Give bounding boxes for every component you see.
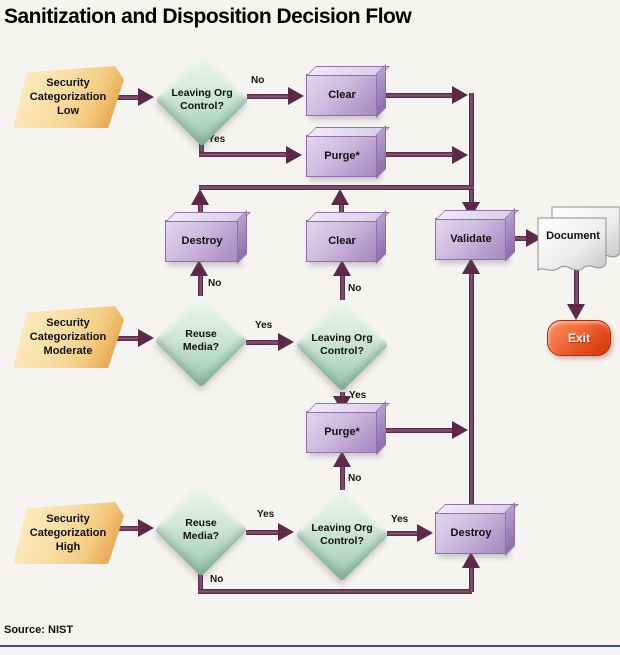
arrowhead — [567, 304, 585, 320]
arrowhead — [452, 86, 468, 104]
decision-reuse-media-high: Reuse Media? — [154, 483, 248, 577]
decision-reuse-media-moderate: Reuse Media? — [154, 294, 248, 388]
edge-label-no: No — [210, 574, 224, 585]
connector-line — [198, 589, 472, 594]
edge-label-yes: Yes — [257, 509, 275, 520]
decision-label-text: Leaving Org Control? — [311, 521, 373, 547]
decision-label: Reuse Media? — [154, 483, 248, 577]
arrowhead — [138, 329, 154, 347]
decision-label-text: Reuse Media? — [182, 327, 220, 353]
decision-label-text: Leaving Org Control? — [311, 331, 373, 357]
arrowhead — [417, 524, 433, 542]
arrowhead — [286, 146, 302, 164]
decision-leaving-org-low: Leaving Org Control? — [155, 53, 249, 147]
action-label: Clear — [328, 235, 356, 247]
input-security-moderate: Security Categorization Moderate — [13, 306, 124, 368]
arrowhead — [278, 523, 294, 541]
action-label: Purge* — [324, 426, 360, 438]
edge-label-yes: Yes — [255, 320, 273, 331]
input-moderate-label: Security Categorization Moderate — [29, 316, 107, 358]
arrowhead — [288, 87, 304, 105]
arrowhead — [452, 421, 468, 439]
connector-line — [469, 566, 474, 592]
edge-label-no: No — [348, 473, 362, 484]
exit-terminal: Exit — [547, 320, 611, 356]
footer-rule — [0, 645, 620, 647]
decision-label: Leaving Org Control? — [155, 53, 249, 147]
connector-line — [198, 200, 203, 222]
action-clear-low: Clear — [306, 74, 378, 116]
decision-label-text: Reuse Media? — [182, 516, 220, 542]
decision-label-text: Leaving Org Control? — [171, 86, 233, 112]
edge-label-no: No — [251, 75, 265, 86]
action-label: Purge* — [324, 150, 360, 162]
connector-line — [246, 530, 286, 535]
connector-line — [246, 340, 286, 345]
edge-label-yes: Yes — [391, 514, 409, 525]
page-title: Sanitization and Disposition Decision Fl… — [4, 5, 412, 28]
action-label: Destroy — [181, 235, 223, 247]
edge-label-yes: Yes — [208, 134, 226, 145]
source-credit: Source: NIST — [4, 624, 74, 636]
document-label: Document — [546, 230, 600, 242]
decision-leaving-org-high: Leaving Org Control? — [295, 488, 389, 582]
connector-line — [340, 272, 345, 300]
connector-line — [469, 270, 474, 512]
connector-line — [387, 531, 421, 536]
input-high-label: Security Categorization High — [29, 512, 107, 554]
action-label: Destroy — [450, 527, 492, 539]
connector-line — [247, 94, 291, 99]
connector-line — [199, 143, 204, 157]
edge-label-yes: Yes — [349, 390, 367, 401]
edge-label-no: No — [208, 278, 222, 289]
action-label: Clear — [328, 89, 356, 101]
action-validate: Validate — [435, 218, 507, 260]
action-purge-moderate: Purge* — [306, 411, 378, 453]
action-label: Validate — [450, 233, 492, 245]
arrowhead — [331, 189, 349, 205]
decision-label: Leaving Org Control? — [295, 488, 389, 582]
connector-line — [384, 93, 454, 98]
arrowhead — [333, 451, 351, 467]
connector-line — [199, 152, 291, 157]
action-purge-low: Purge* — [306, 135, 378, 177]
connector-line — [198, 574, 203, 593]
action-clear-moderate: Clear — [306, 220, 378, 262]
input-security-low: Security Categorization Low — [13, 66, 124, 128]
decision-label: Leaving Org Control? — [295, 298, 389, 392]
edge-label-no: No — [348, 283, 362, 294]
arrowhead — [462, 552, 480, 568]
decision-leaving-org-moderate: Leaving Org Control? — [295, 298, 389, 392]
connector-line — [114, 336, 140, 341]
arrowhead — [138, 88, 154, 106]
decision-label: Reuse Media? — [154, 294, 248, 388]
arrowhead — [462, 258, 480, 274]
input-security-high: Security Categorization High — [13, 502, 124, 564]
connector-line — [198, 272, 203, 296]
action-destroy-moderate: Destroy — [165, 220, 239, 262]
arrowhead — [278, 333, 294, 351]
connector-line — [384, 152, 454, 157]
connector-line — [199, 185, 474, 190]
connector-line — [114, 526, 140, 531]
arrowhead — [333, 260, 351, 276]
connector-line — [574, 263, 579, 306]
exit-label: Exit — [567, 331, 590, 345]
connector-line — [340, 463, 345, 490]
connector-line — [469, 93, 474, 205]
arrowhead — [191, 189, 209, 205]
input-low-label: Security Categorization Low — [29, 76, 107, 118]
action-destroy-high: Destroy — [435, 512, 507, 554]
document-shape — [537, 206, 620, 272]
connector-line — [384, 428, 456, 433]
arrowhead — [452, 146, 468, 164]
arrowhead — [138, 519, 154, 537]
connector-line — [114, 95, 140, 100]
connector-line — [511, 236, 531, 241]
arrowhead — [190, 260, 208, 276]
connector-line — [339, 200, 344, 222]
